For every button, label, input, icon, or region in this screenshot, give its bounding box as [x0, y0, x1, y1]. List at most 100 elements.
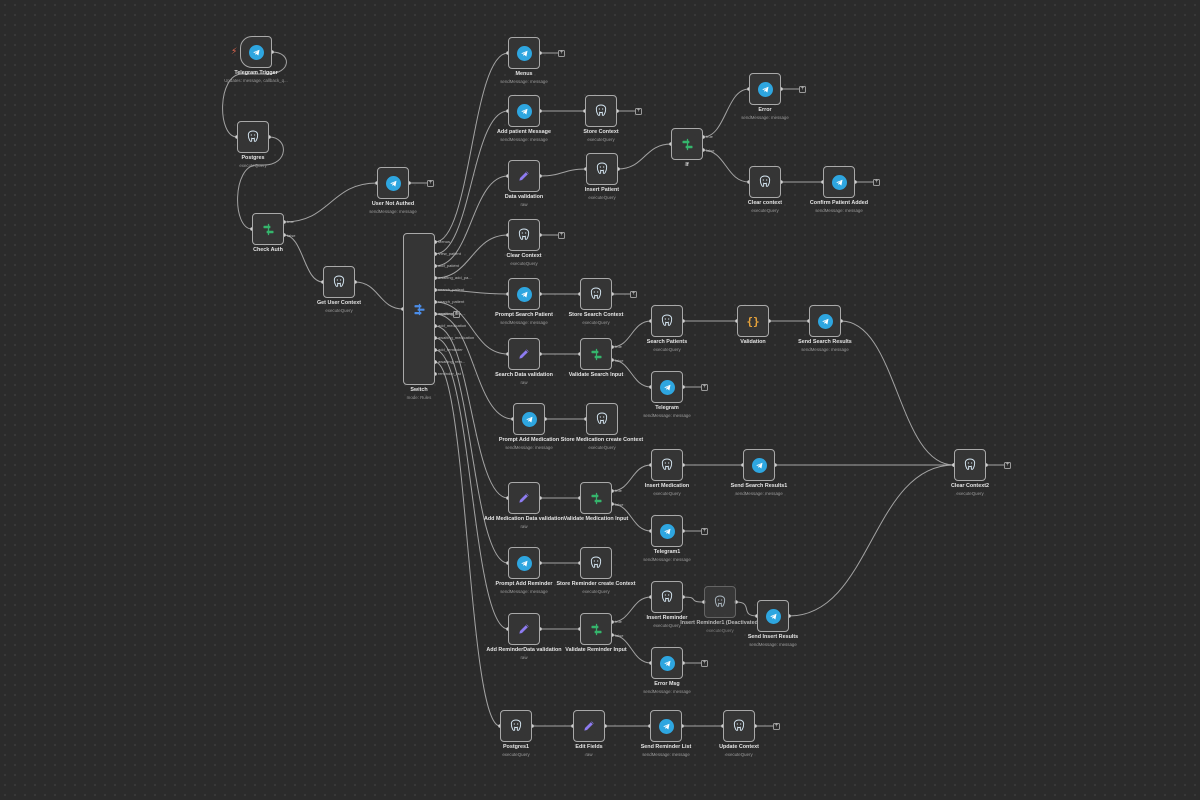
node-title-text: Clear Context [506, 253, 542, 259]
validate-reminder-input-node[interactable]: Validate Reminder Input [565, 613, 627, 653]
node-title-text: Send Insert Results [747, 634, 799, 640]
add-node-plus-icon[interactable]: + [701, 659, 708, 667]
node-title-text: Add patient Message [497, 129, 551, 135]
add-node-plus-icon[interactable]: + [701, 383, 708, 391]
add-node-plus-icon[interactable]: + [558, 49, 565, 57]
if-false-label: false [615, 502, 624, 507]
node-title-text: Clear Context2 [950, 483, 990, 489]
node-title-text: Send Search Results1 [730, 483, 788, 489]
node-title-text: Insert Reminder1 (Deactivated) [680, 620, 760, 626]
edit-icon [516, 168, 532, 184]
node-title-text: Telegram [655, 405, 679, 411]
node-title: Validation [698, 339, 808, 346]
add-node-plus-icon[interactable]: + [1004, 461, 1011, 469]
connection-edge [682, 596, 705, 603]
validate-search-input-node[interactable]: Validate Search Input [569, 338, 623, 378]
if-true-label: true [287, 219, 294, 224]
add-node-plus-icon[interactable]: + [630, 290, 637, 298]
telegram-icon [521, 411, 537, 427]
node-title-text: Telegram Trigger [234, 70, 278, 76]
node-subtitle: executeQuery [653, 490, 681, 496]
if-node[interactable]: If [671, 128, 703, 168]
postgres-icon [588, 286, 604, 302]
add-node-plus-icon[interactable]: + [773, 722, 780, 730]
if-false-label: false [615, 358, 624, 363]
validation-node[interactable]: {}Validation [737, 305, 769, 345]
node-title: Insert Reminder1 (Deactivated)executeQue… [665, 620, 775, 633]
insert-reminder1-node[interactable]: Insert Reminder1 (Deactivated)executeQue… [680, 586, 760, 633]
edit-icon [516, 490, 532, 506]
if-true-label: true [706, 134, 713, 139]
node-title-text: Search Data validation [495, 372, 553, 378]
node-title-text: Get User Context [316, 300, 362, 306]
postgres-icon [659, 457, 675, 473]
telegram-icon [659, 523, 675, 539]
add-node-plus-icon[interactable]: + [558, 231, 565, 239]
telegram-icon [659, 655, 675, 671]
node-subtitle: Updates: message, callback_q... [224, 77, 288, 83]
postgres-icon [757, 174, 773, 190]
node-title-text: Postgres1 [502, 744, 530, 750]
add-node-plus-icon[interactable]: + [453, 310, 460, 318]
if-false-label: false [706, 148, 715, 153]
node-subtitle: raw [520, 201, 528, 207]
add-node-plus-icon[interactable]: + [635, 107, 642, 115]
node-subtitle: raw [520, 379, 528, 385]
add-node-plus-icon[interactable]: + [701, 527, 708, 535]
add-node-plus-icon[interactable]: + [799, 85, 806, 93]
validate-medication-input-node[interactable]: Validate Medication Input [564, 482, 628, 522]
add-node-plus-icon[interactable]: + [427, 179, 434, 187]
edit-icon [581, 718, 597, 734]
check-auth-node[interactable]: Check Auth [252, 213, 284, 253]
add-node-plus-icon[interactable]: + [873, 178, 880, 186]
node-title-text: Store Context [583, 129, 619, 135]
node-subtitle: executeQuery [653, 346, 681, 352]
if-true-label: true [615, 488, 622, 493]
